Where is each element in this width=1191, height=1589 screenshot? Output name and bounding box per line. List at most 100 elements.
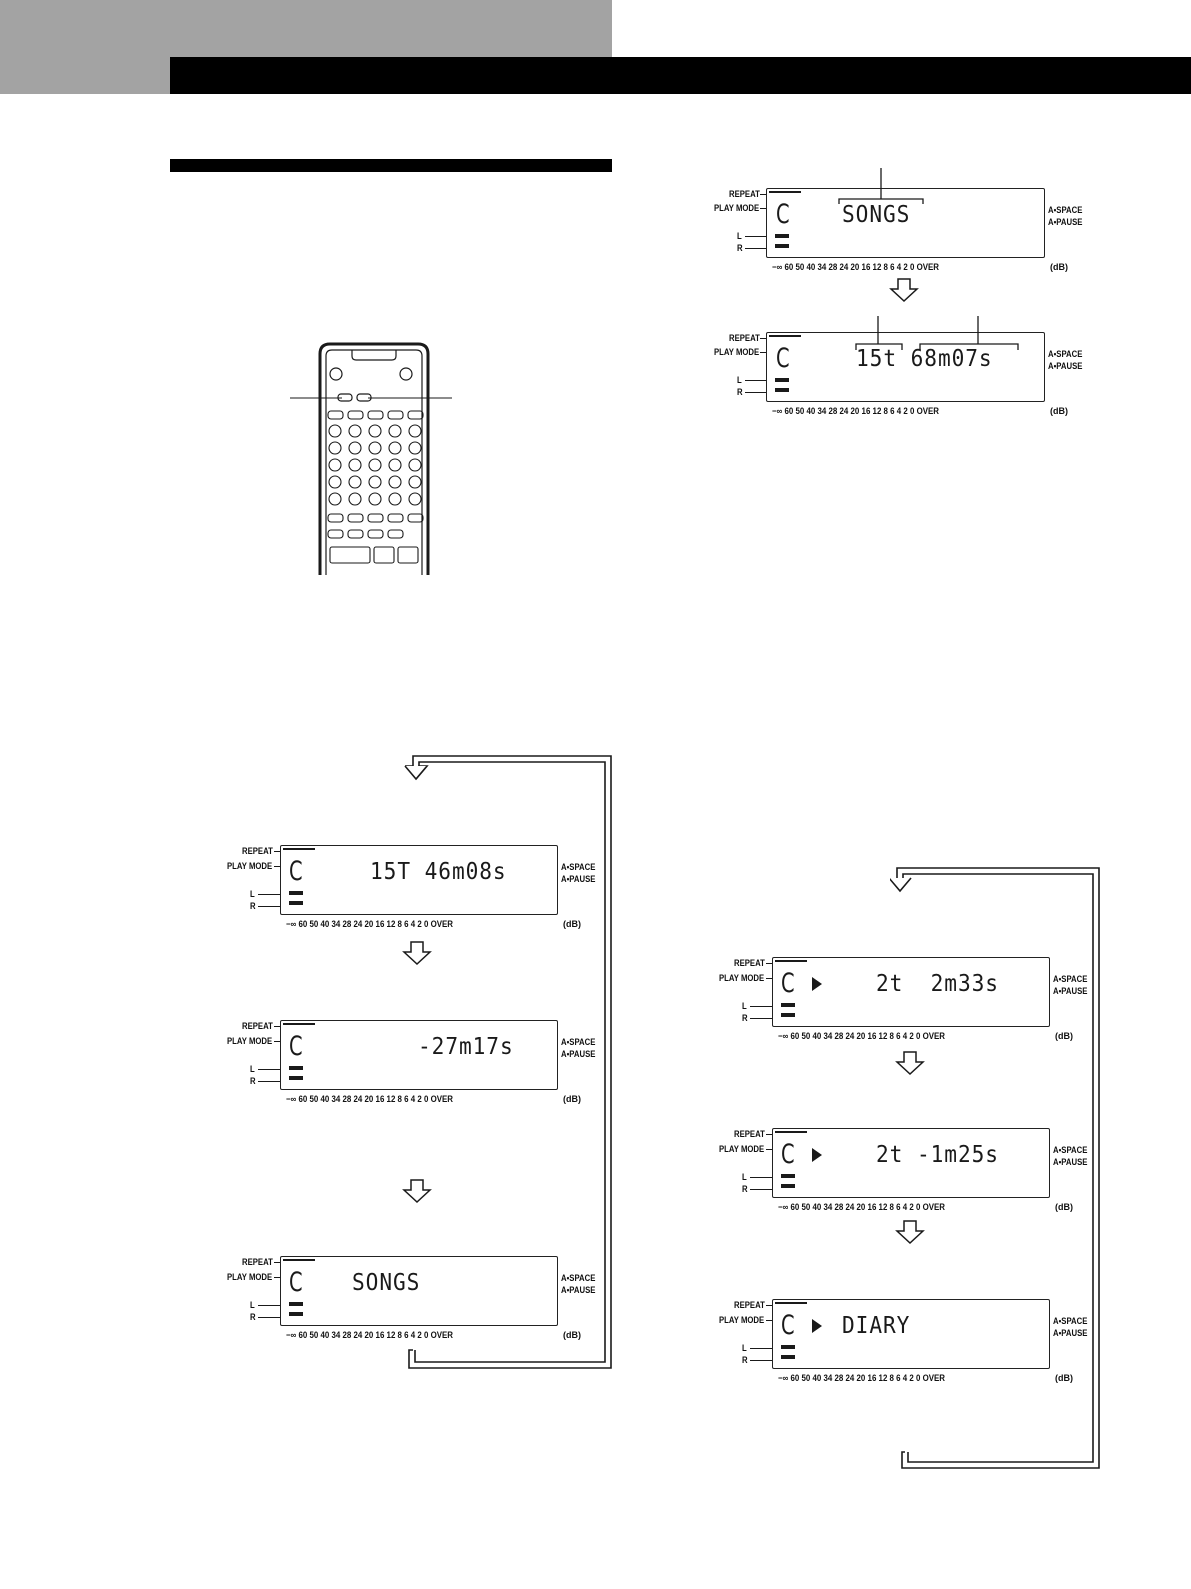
play-triangle-icon [812, 977, 822, 991]
left-channel-label: L [737, 231, 742, 241]
a-pause-label: A•PAUSE [1053, 1328, 1088, 1338]
play-triangle-icon [812, 1319, 822, 1333]
disc-indicator: C [781, 968, 795, 999]
right-channel-label: R [742, 1184, 748, 1194]
db-unit: (dB) [563, 1094, 581, 1104]
left-channel-label: L [250, 1300, 255, 1310]
disc-indicator: C [289, 856, 303, 887]
lcd-frame [772, 1128, 1050, 1198]
right-channel-label: R [742, 1355, 748, 1365]
left-loop-frame [404, 755, 612, 1369]
repeat-label: REPEAT [729, 189, 760, 199]
down-arrow-icon [402, 1179, 432, 1204]
a-pause-label: A•PAUSE [561, 1049, 596, 1059]
a-pause-label: A•PAUSE [1048, 361, 1083, 371]
display-text: DIARY [842, 1313, 911, 1339]
repeat-label: REPEAT [242, 1257, 273, 1267]
a-pause-label: A•PAUSE [1048, 217, 1083, 227]
repeat-label: REPEAT [729, 333, 760, 343]
down-arrow-icon [402, 941, 432, 966]
section-rule [170, 159, 612, 172]
lcd-frame [280, 1256, 558, 1326]
right-channel-label: R [742, 1013, 748, 1023]
display-text: SONGS [842, 202, 911, 228]
repeat-label: REPEAT [242, 1021, 273, 1031]
db-unit: (dB) [563, 919, 581, 929]
right-channel-label: R [737, 243, 743, 253]
header-black-bar [170, 57, 1191, 94]
a-space-label: A•SPACE [561, 1273, 596, 1283]
right-channel-label: R [737, 387, 743, 397]
songs-callout-bracket [838, 168, 924, 204]
tracks-time-callout-brackets [855, 316, 1019, 350]
play-mode-label: PLAY MODE [227, 861, 273, 871]
a-space-label: A•SPACE [1048, 349, 1083, 359]
left-channel-label: L [742, 1343, 747, 1353]
display-text: SONGS [352, 1270, 421, 1296]
level-meter-scale: −∞ 60 50 40 34 28 24 20 16 12 8 6 4 2 0 … [778, 1202, 946, 1212]
right-loop-frame [890, 867, 1100, 1469]
a-pause-label: A•PAUSE [561, 1285, 596, 1295]
a-space-label: A•SPACE [1053, 1316, 1088, 1326]
db-unit: (dB) [1055, 1373, 1073, 1383]
lcd-frame [772, 957, 1050, 1027]
repeat-label: REPEAT [734, 1300, 765, 1310]
play-mode-label: PLAY MODE [719, 1144, 765, 1154]
left-channel-label: L [737, 375, 742, 385]
a-space-label: A•SPACE [1053, 1145, 1088, 1155]
play-triangle-icon [812, 1148, 822, 1162]
display-text: 2t 2m33s [876, 971, 999, 997]
right-channel-label: R [250, 901, 256, 911]
down-arrow-icon [889, 278, 919, 303]
disc-indicator: C [776, 199, 790, 230]
a-pause-label: A•PAUSE [1053, 986, 1088, 996]
display-text: 15T 46m08s [370, 859, 507, 885]
lcd-frame [772, 1299, 1050, 1369]
left-channel-label: L [742, 1172, 747, 1182]
lcd-frame [280, 1020, 558, 1090]
disc-indicator: C [776, 343, 790, 374]
right-channel-label: R [250, 1076, 256, 1086]
level-meter-scale: −∞ 60 50 40 34 28 24 20 16 12 8 6 4 2 0 … [772, 406, 940, 416]
play-mode-label: PLAY MODE [719, 1315, 765, 1325]
disc-indicator: C [781, 1139, 795, 1170]
play-mode-label: PLAY MODE [227, 1272, 273, 1282]
display-text: 2t -1m25s [876, 1142, 999, 1168]
right-channel-label: R [250, 1312, 256, 1322]
repeat-label: REPEAT [734, 1129, 765, 1139]
db-unit: (dB) [563, 1330, 581, 1340]
repeat-label: REPEAT [242, 846, 273, 856]
a-space-label: A•SPACE [1048, 205, 1083, 215]
lcd-frame [280, 845, 558, 915]
a-pause-label: A•PAUSE [561, 874, 596, 884]
db-unit: (dB) [1055, 1202, 1073, 1212]
lcd-frame [766, 188, 1045, 258]
level-meter-scale: −∞ 60 50 40 34 28 24 20 16 12 8 6 4 2 0 … [286, 1094, 454, 1104]
down-arrow-icon [895, 1220, 925, 1245]
level-meter-scale: −∞ 60 50 40 34 28 24 20 16 12 8 6 4 2 0 … [778, 1031, 946, 1041]
level-meter-scale: −∞ 60 50 40 34 28 24 20 16 12 8 6 4 2 0 … [778, 1373, 946, 1383]
left-channel-label: L [250, 889, 255, 899]
display-text: 15t 68m07s [856, 346, 993, 372]
a-pause-label: A•PAUSE [1053, 1157, 1088, 1167]
left-channel-label: L [742, 1001, 747, 1011]
disc-indicator: C [289, 1267, 303, 1298]
disc-indicator: C [289, 1031, 303, 1062]
level-meter-scale: −∞ 60 50 40 34 28 24 20 16 12 8 6 4 2 0 … [286, 1330, 454, 1340]
level-meter-scale: −∞ 60 50 40 34 28 24 20 16 12 8 6 4 2 0 … [772, 262, 940, 272]
display-text: -27m17s [418, 1034, 514, 1060]
a-space-label: A•SPACE [561, 862, 596, 872]
play-mode-label: PLAY MODE [714, 347, 760, 357]
play-mode-label: PLAY MODE [719, 973, 765, 983]
db-unit: (dB) [1050, 262, 1068, 272]
down-arrow-icon [895, 1051, 925, 1076]
remote-control-illustration [290, 342, 452, 575]
db-unit: (dB) [1055, 1031, 1073, 1041]
left-channel-label: L [250, 1064, 255, 1074]
disc-indicator: C [781, 1310, 795, 1341]
play-mode-label: PLAY MODE [227, 1036, 273, 1046]
play-mode-label: PLAY MODE [714, 203, 760, 213]
repeat-label: REPEAT [734, 958, 765, 968]
level-meter-scale: −∞ 60 50 40 34 28 24 20 16 12 8 6 4 2 0 … [286, 919, 454, 929]
a-space-label: A•SPACE [561, 1037, 596, 1047]
